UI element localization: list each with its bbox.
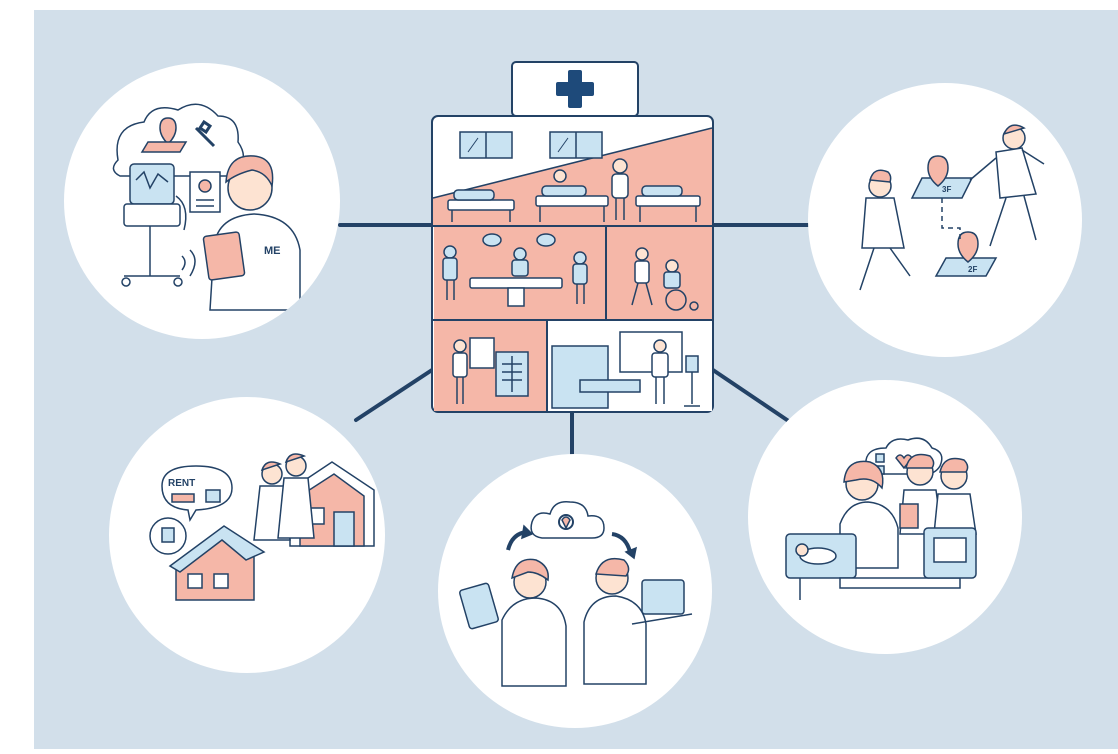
rent-label: RENT bbox=[168, 478, 195, 489]
floor-label-upper: 3F bbox=[942, 185, 951, 194]
scene-home-rental: RENT bbox=[109, 397, 385, 673]
scene-location-tracking: 3F 2F bbox=[808, 83, 1082, 357]
connector-lines bbox=[338, 223, 810, 457]
hospital-building bbox=[431, 61, 714, 413]
scene-cloud-sharing bbox=[438, 454, 712, 728]
device-badge-text: ME bbox=[264, 245, 281, 257]
floor-label-lower: 2F bbox=[968, 265, 977, 274]
scene-device-management: ME bbox=[64, 63, 340, 339]
scene-patient-monitoring bbox=[748, 380, 1022, 654]
cross-icon bbox=[556, 70, 594, 108]
